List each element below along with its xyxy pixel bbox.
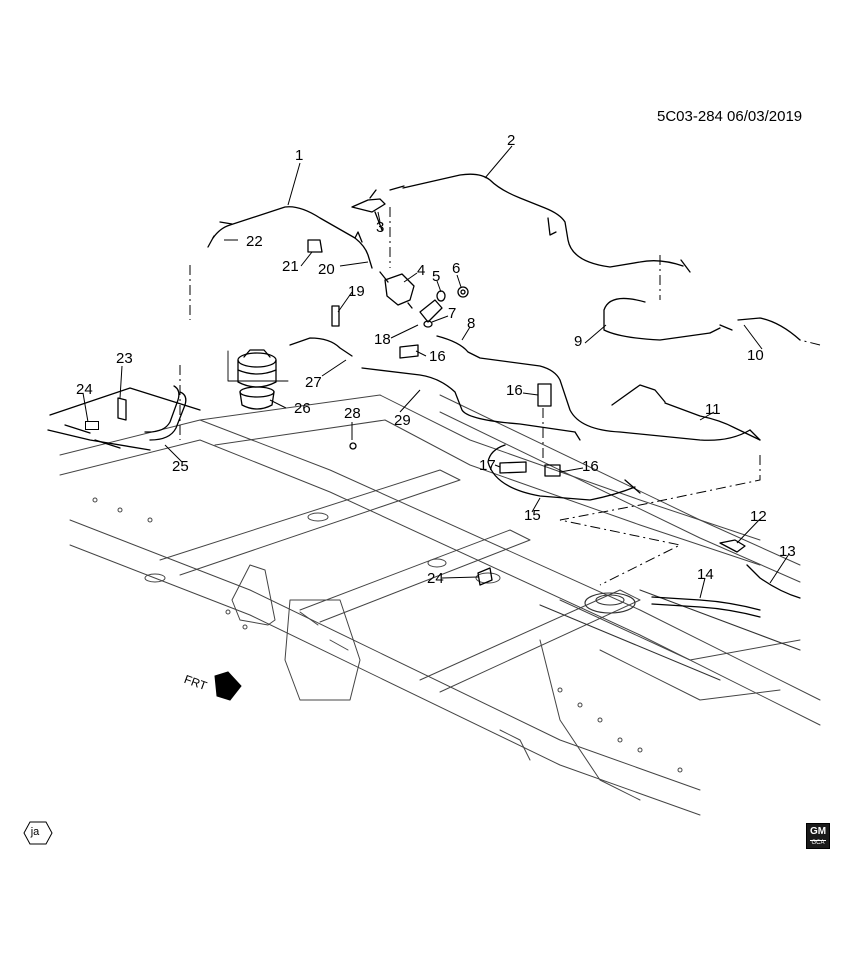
gm-logo-bar (810, 840, 826, 841)
callout-16-a: 16 (429, 348, 446, 365)
callout-26: 26 (294, 400, 311, 417)
line-14 (651, 596, 761, 611)
gm-logo-text: GM (809, 826, 827, 837)
callout-6: 6 (452, 260, 461, 277)
callout-8: 8 (467, 315, 476, 332)
vehicle-frame (59, 394, 821, 816)
front-arrow (214, 671, 242, 701)
line-9 (603, 297, 711, 341)
callout-13: 13 (779, 543, 796, 560)
callout-16-b: 16 (506, 382, 523, 399)
callout-15: 15 (524, 507, 541, 524)
ja-badge: ja (22, 822, 48, 844)
callout-9: 9 (574, 333, 583, 350)
gm-logo-subtext: GCA (811, 840, 825, 846)
line-29 (361, 367, 576, 433)
callout-23: 23 (116, 350, 133, 367)
line-25 (149, 391, 187, 441)
callout-17: 17 (479, 457, 496, 474)
callout-21: 21 (282, 258, 299, 275)
callout-27: 27 (305, 374, 322, 391)
callout-18: 18 (374, 331, 391, 348)
callout-11: 11 (705, 401, 721, 418)
callout-10: 10 (747, 347, 764, 364)
line-8 (436, 335, 751, 441)
callout-14: 14 (697, 566, 714, 583)
line-13 (746, 564, 801, 599)
ja-badge-text: ja (30, 826, 40, 838)
callout-24-b: 24 (427, 570, 444, 587)
line-27 (289, 337, 353, 357)
callout-2: 2 (507, 132, 516, 149)
line-11 (664, 402, 761, 441)
fuel-filter (237, 349, 277, 410)
callout-16-c: 16 (582, 458, 599, 475)
callout-19: 19 (348, 283, 365, 300)
fuel-pump (384, 273, 415, 306)
callout-4: 4 (417, 262, 426, 279)
gm-logo-icon: GM GCA (806, 823, 830, 849)
callout-22: 22 (246, 233, 263, 250)
callout-3: 3 (376, 219, 385, 236)
callout-29: 29 (394, 412, 411, 429)
callout-28: 28 (344, 405, 361, 422)
fuel-tank-area (539, 589, 801, 681)
callout-25: 25 (172, 458, 189, 475)
callout-7: 7 (448, 305, 457, 322)
document-id: 5C03-284 06/03/2019 (657, 108, 803, 125)
callout-24-a: 24 (76, 381, 93, 398)
callout-12: 12 (750, 508, 767, 525)
line-10 (737, 317, 801, 341)
callout-5: 5 (432, 268, 441, 285)
line-2 (402, 173, 684, 268)
line-15 (487, 444, 636, 501)
line-1 (212, 206, 373, 269)
item-24-part-icon (85, 421, 99, 430)
callout-1: 1 (295, 147, 304, 164)
callout-20: 20 (318, 261, 335, 278)
